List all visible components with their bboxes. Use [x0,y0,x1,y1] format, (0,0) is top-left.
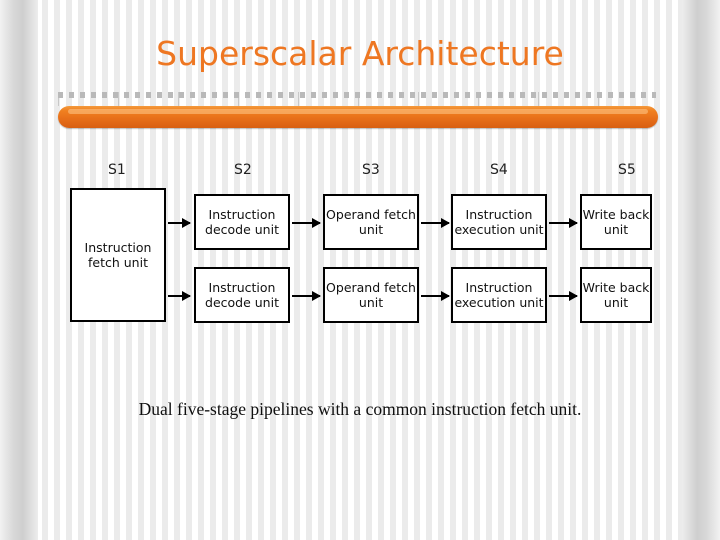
arrow-fetch-to-upper-decode [168,218,191,228]
box-label-instruction-fetch-unit: Instruction fetch unit [84,240,152,270]
box-label-lower-operand: Operand fetch unit [326,280,416,310]
box-label-lower-decode: Instruction decode unit [205,280,279,310]
left-edge-shading [0,0,38,540]
arrow-lower-decode-to-operand [292,291,321,301]
arrow-lower-operand-to-execution [421,291,450,301]
title-dotted-rule [58,92,656,98]
arrow-upper-execution-to-writeback [549,218,578,228]
box-label-lower-execution: Instruction execution unit [454,280,544,310]
box-upper-operand-fetch-unit: Operand fetch unit [323,194,419,250]
box-label-upper-execution: Instruction execution unit [454,207,544,237]
stage-label-s2: S2 [234,162,252,178]
stage-label-s4: S4 [490,162,508,178]
box-upper-write-back-unit: Write back unit [580,194,652,250]
box-lower-instruction-decode-unit: Instruction decode unit [194,267,290,323]
stage-label-s1: S1 [108,162,126,178]
box-lower-operand-fetch-unit: Operand fetch unit [323,267,419,323]
page-title: Superscalar Architecture [156,34,564,73]
stage-label-s3: S3 [362,162,380,178]
slide-caption: Dual five-stage pipelines with a common … [138,399,582,419]
box-lower-write-back-unit: Write back unit [580,267,652,323]
box-upper-instruction-execution-unit: Instruction execution unit [451,194,547,250]
title-accent-bar-highlight [68,109,648,114]
box-upper-instruction-decode-unit: Instruction decode unit [194,194,290,250]
box-label-lower-writeback: Write back unit [582,280,650,310]
pipeline-diagram: S1 S2 S3 S4 S5 Instruction fetch unit In… [62,150,660,335]
arrow-upper-decode-to-operand [292,218,321,228]
arrow-upper-operand-to-execution [421,218,450,228]
box-label-upper-decode: Instruction decode unit [205,207,279,237]
box-label-upper-writeback: Write back unit [582,207,650,237]
box-instruction-fetch-unit: Instruction fetch unit [70,188,166,322]
stage-label-s5: S5 [618,162,636,178]
arrow-lower-execution-to-writeback [549,291,578,301]
right-edge-shading [682,0,720,540]
box-lower-instruction-execution-unit: Instruction execution unit [451,267,547,323]
box-label-upper-operand: Operand fetch unit [326,207,416,237]
arrow-fetch-to-lower-decode [168,291,191,301]
